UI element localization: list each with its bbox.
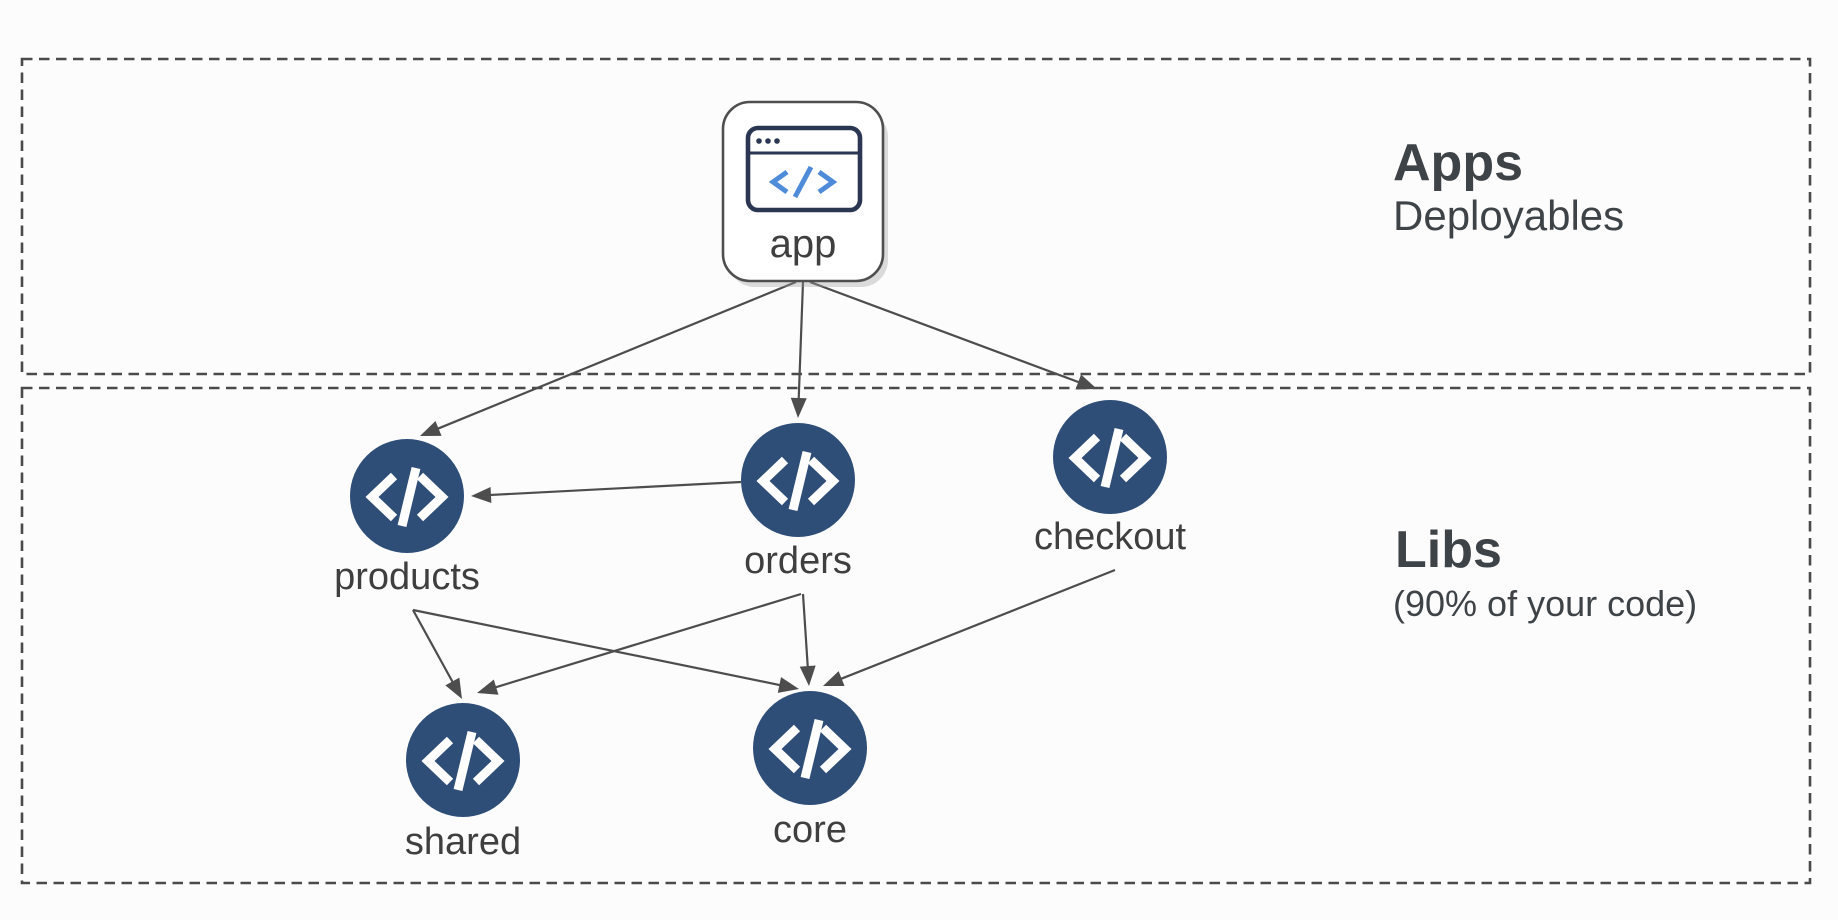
edge-app-checkout — [809, 280, 1097, 390]
arrowhead-icon — [477, 679, 499, 695]
libs-subtitle: (90% of your code) — [1393, 583, 1697, 624]
code-icon — [1068, 427, 1152, 489]
dependency-line — [797, 281, 805, 406]
dependency-line — [483, 480, 742, 497]
edge-orders-shared — [477, 592, 802, 695]
code-icon — [756, 450, 840, 512]
code-icon — [421, 730, 505, 792]
edge-app-products — [420, 280, 797, 436]
app-node: app — [721, 100, 888, 287]
dependency-line — [809, 280, 1086, 386]
browser-frame — [745, 125, 863, 213]
browser-dot — [774, 138, 780, 144]
libs-section-heading: Libs (90% of your code) — [1393, 521, 1697, 624]
edge-orders-products — [471, 480, 742, 503]
libs-section-border — [20, 386, 1812, 885]
node-label: core — [773, 809, 847, 851]
arrowhead-icon — [445, 677, 462, 699]
edge-products-shared — [412, 609, 462, 699]
dependency-line — [834, 568, 1116, 683]
app-node-label: app — [770, 222, 837, 266]
edge-products-core — [412, 608, 799, 693]
arrowhead-icon — [790, 397, 807, 418]
arrowhead-icon — [420, 421, 442, 436]
arrowhead-icon — [799, 665, 816, 686]
browser-dot — [756, 138, 762, 144]
apps-subtitle: Deployables — [1393, 192, 1624, 239]
libs-title: Libs — [1395, 521, 1502, 579]
edge-checkout-core — [823, 568, 1116, 687]
dependency-line — [431, 280, 797, 433]
node-label: orders — [744, 540, 852, 582]
code-icon — [768, 718, 852, 780]
lib-node-orders: orders — [741, 423, 855, 582]
browser-icon — [745, 125, 863, 213]
dependency-line — [489, 592, 802, 691]
lib-nodes-layer: products orders checkout shared core — [334, 400, 1186, 863]
lib-node-products: products — [334, 439, 480, 598]
arrowhead-icon — [777, 677, 799, 693]
edges-layer — [412, 280, 1116, 699]
code-icon — [365, 466, 449, 528]
dependency-line — [801, 593, 810, 674]
lib-node-core: core — [753, 691, 867, 851]
arrowhead-icon — [823, 671, 845, 687]
node-label: products — [334, 556, 480, 598]
apps-section-heading: Apps Deployables — [1393, 134, 1624, 239]
lib-node-checkout: checkout — [1034, 400, 1187, 558]
edge-app-orders — [790, 281, 807, 418]
browser-dot — [765, 138, 771, 144]
node-label: checkout — [1034, 516, 1187, 558]
code-icon — [768, 165, 838, 199]
dependency-line — [412, 609, 457, 689]
edge-orders-core — [799, 593, 816, 686]
node-label: shared — [405, 821, 521, 863]
arrowhead-icon — [471, 486, 492, 503]
lib-node-shared: shared — [405, 703, 521, 863]
dependency-line — [412, 608, 787, 688]
arrowhead-icon — [1075, 374, 1097, 390]
apps-title: Apps — [1393, 134, 1523, 192]
apps-section-border — [20, 57, 1812, 376]
